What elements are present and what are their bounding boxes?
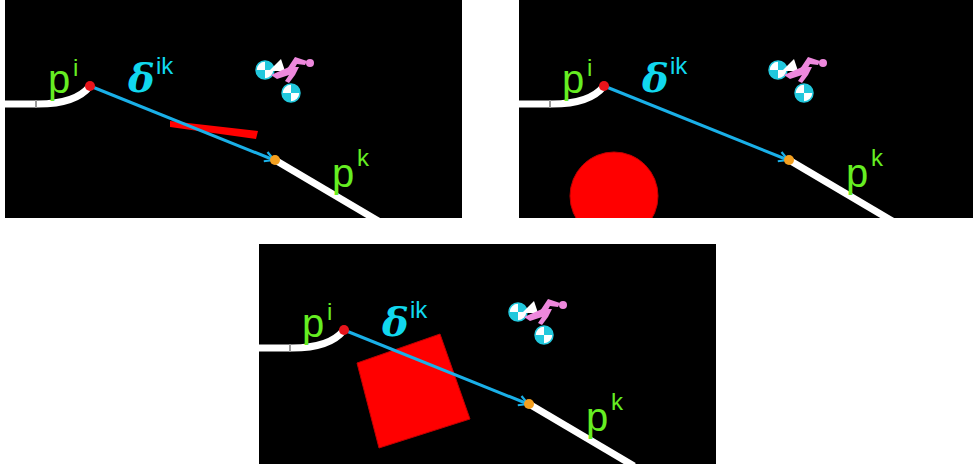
gap-superscript: ik [670, 54, 687, 78]
start-point [599, 81, 609, 91]
gap-superscript: ik [410, 298, 427, 322]
point-superscript: k [357, 146, 369, 170]
panel-round-obstacle [519, 0, 973, 240]
point-superscript: k [871, 146, 883, 170]
gap-symbol: δ [128, 58, 155, 98]
panel-thin-obstacle [5, 0, 462, 222]
point-symbol: p [302, 303, 324, 343]
road-tick [549, 100, 551, 108]
gap-symbol: δ [642, 58, 669, 98]
end-point [524, 399, 534, 409]
motorcycle-icon [256, 57, 314, 102]
road-tick [289, 344, 291, 352]
point-symbol: p [48, 59, 70, 99]
start-point [85, 81, 95, 91]
road-tick [35, 100, 37, 108]
box-obstacle [357, 334, 470, 448]
gap-arrow [344, 330, 528, 404]
point-superscript: i [587, 56, 592, 80]
panel-ground [259, 244, 716, 464]
road-before [5, 86, 90, 104]
round-obstacle [570, 152, 658, 218]
motorcycle-icon [769, 57, 827, 102]
point-superscript: k [611, 390, 623, 414]
point-superscript: i [73, 56, 78, 80]
point-symbol: p [846, 153, 868, 193]
road-before [259, 330, 344, 348]
end-point [784, 155, 794, 165]
point-symbol: p [332, 153, 354, 193]
motorcycle-icon [509, 299, 567, 344]
point-superscript: i [327, 300, 332, 324]
gap-superscript: ik [156, 54, 173, 78]
end-point [270, 155, 280, 165]
gap-arrow [604, 86, 788, 160]
road-before [519, 86, 604, 104]
start-point [339, 325, 349, 335]
gap-arrow [90, 86, 274, 160]
point-symbol: p [562, 59, 584, 99]
point-symbol: p [586, 397, 608, 437]
gap-symbol: δ [382, 302, 409, 342]
panel-ground [5, 0, 462, 218]
panel-box-obstacle [259, 244, 716, 466]
